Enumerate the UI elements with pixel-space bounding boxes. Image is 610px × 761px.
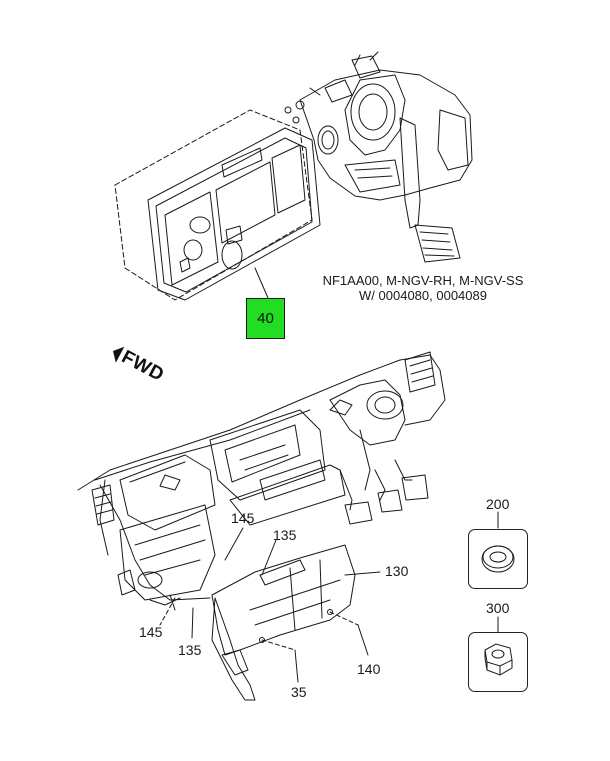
callout-leaders xyxy=(159,511,499,683)
callout-145-lower[interactable]: 145 xyxy=(139,624,163,640)
part-box-200[interactable] xyxy=(468,529,528,589)
callout-135-lower[interactable]: 135 xyxy=(178,642,202,658)
callout-145-upper[interactable]: 145 xyxy=(231,510,255,526)
variant-note-line2: W/ 0004080, 0004089 xyxy=(359,288,487,303)
variant-note: NF1AA00, M-NGV-RH, M-NGV-SS W/ 0004080, … xyxy=(318,273,528,303)
callout-140[interactable]: 140 xyxy=(357,661,381,677)
part-box-300[interactable] xyxy=(468,632,528,692)
callout-130[interactable]: 130 xyxy=(385,563,409,579)
dashboard-assembly xyxy=(77,351,446,611)
pedal-bracket-assembly xyxy=(284,51,473,263)
callout-300[interactable]: 300 xyxy=(486,600,510,616)
callout-135-upper[interactable]: 135 xyxy=(273,527,297,543)
variant-note-line1: NF1AA00, M-NGV-RH, M-NGV-SS xyxy=(322,273,524,288)
knee-bolster-panel xyxy=(211,544,356,701)
instrument-panel-bezel xyxy=(114,109,321,301)
callout-200[interactable]: 200 xyxy=(486,496,510,512)
part-40-label: 40 xyxy=(257,310,274,327)
callout-35[interactable]: 35 xyxy=(291,684,307,700)
part-40-hotspot[interactable]: 40 xyxy=(246,298,285,339)
